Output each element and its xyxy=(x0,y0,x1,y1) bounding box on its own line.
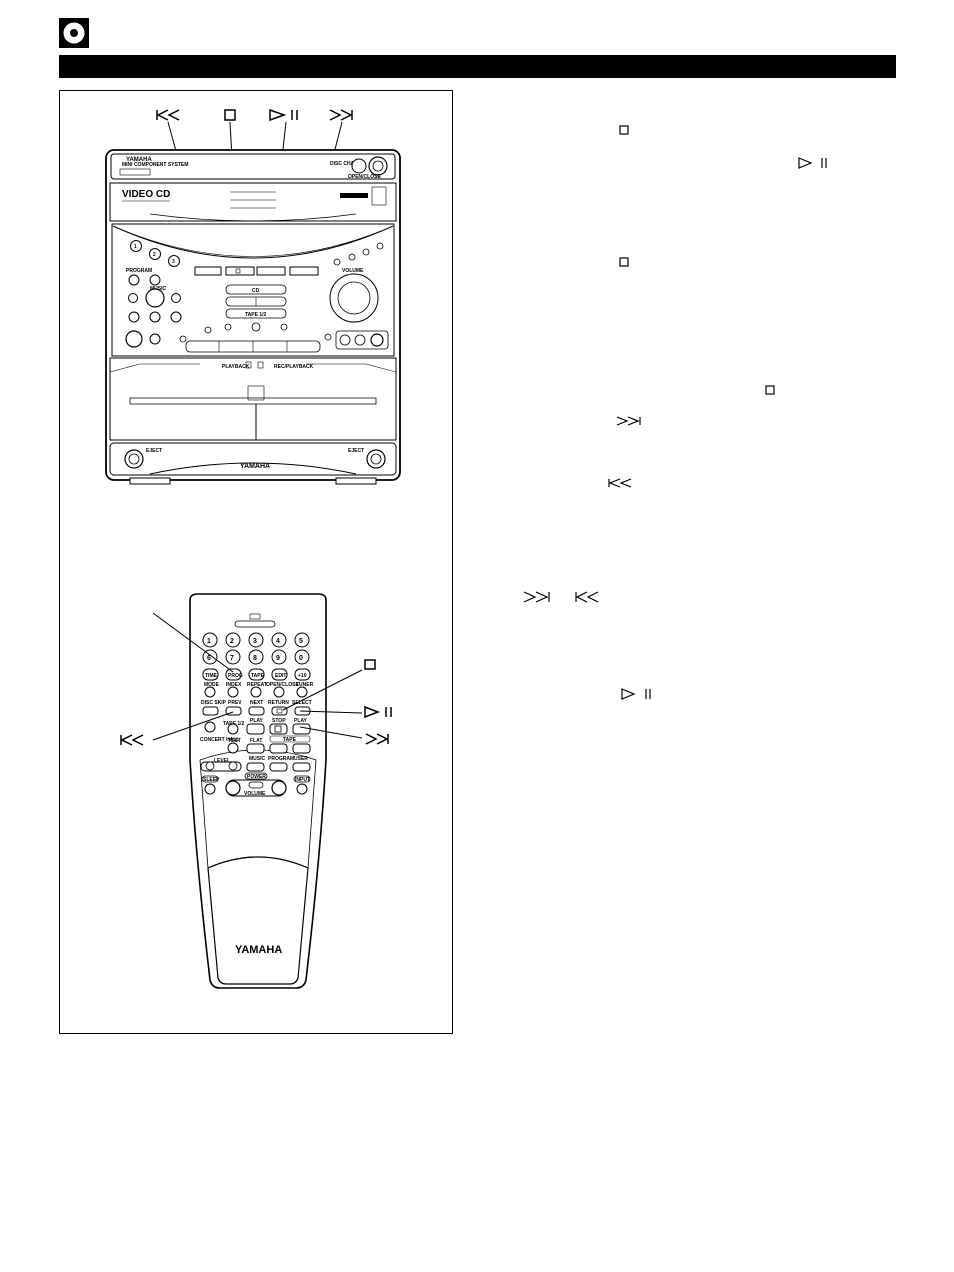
play-pause-icon xyxy=(269,108,298,122)
remote-tape-label: TAPE xyxy=(283,737,297,743)
remote-input-label: INPUT xyxy=(295,777,310,783)
remote-next-button[interactable] xyxy=(248,706,265,716)
remote-key-3[interactable]: 3 xyxy=(253,638,257,645)
remote-edit-key[interactable]: EDIT xyxy=(275,673,286,679)
remote-tuner-label: TUNER xyxy=(296,682,314,688)
remote-key-9[interactable]: 9 xyxy=(276,655,280,662)
inline-stop-icon-2 xyxy=(619,257,629,267)
remote-stop-button[interactable] xyxy=(271,706,288,716)
remote-level-label: LEVEL xyxy=(214,758,230,764)
remote-disc-skip-label: DISC SKIP xyxy=(201,700,227,706)
disc-buttons: 1 2 3 xyxy=(130,240,180,267)
remote-key-4[interactable]: 4 xyxy=(276,638,280,645)
remote-flat-label: FLAT xyxy=(250,738,262,744)
remote-plus10-key[interactable]: +10 xyxy=(298,673,307,679)
remote-key-0[interactable]: 0 xyxy=(299,655,303,662)
remote-sleep-label: SLEEP xyxy=(203,777,220,783)
video-cd-logo: VIDEO CD xyxy=(122,189,170,200)
remote-user-label: USER xyxy=(294,756,308,762)
skip-forward-icon xyxy=(329,109,353,121)
inline-skip-back-icon-2 xyxy=(575,591,599,603)
inline-stop-icon-1 xyxy=(619,125,629,135)
remote-control: YAMAHA 1 2 3 4 5 6 7 8 9 0 xyxy=(189,593,327,989)
remote-play-left-label: PLAY xyxy=(250,718,264,724)
remote-open-close-label: OPEN/CLOSE xyxy=(266,682,299,688)
section-icon-box xyxy=(59,18,89,48)
open-close-label: OPEN/CLOSE xyxy=(348,174,381,180)
remote-number-row-2: 6 7 8 9 0 xyxy=(202,649,310,665)
volume-label: VOLUME xyxy=(342,268,364,274)
remote-key-1[interactable]: 1 xyxy=(207,638,211,645)
remote-play-right-label: PLAY xyxy=(294,718,308,724)
remote-time-key[interactable]: TIME xyxy=(205,673,218,679)
remote-stop-label: STOP xyxy=(272,718,286,724)
disc-change-label: DISC CHANGE xyxy=(330,161,366,167)
disc-3[interactable]: 3 xyxy=(172,259,175,265)
disc-icon xyxy=(63,22,85,44)
cd-source-label: CD xyxy=(252,288,260,294)
stop-icon xyxy=(224,109,236,121)
unit-skip-back-button[interactable] xyxy=(194,266,222,276)
remote-return-label: RETURN xyxy=(268,700,289,706)
brand-bottom: YAMAHA xyxy=(240,463,270,470)
header-bar xyxy=(59,55,896,78)
playback-label: PLAYBACK xyxy=(222,364,250,370)
main-unit: YAMAHA MINI COMPONENT SYSTEM DISC CHANGE… xyxy=(105,149,401,485)
remote-program-label: PROGRAM xyxy=(268,756,294,762)
remote-number-row-1: 1 2 3 4 5 xyxy=(202,632,310,648)
remote-disc-skip-button[interactable] xyxy=(202,706,219,716)
remote-music-label: MUSIC xyxy=(249,756,266,762)
rec-playback-label: REC/PLAYBACK xyxy=(274,364,314,370)
program-label: PROGRAM xyxy=(126,268,152,274)
inline-stop-icon-3 xyxy=(765,385,775,395)
skip-back-icon xyxy=(156,109,180,121)
remote-prev-label: PREV xyxy=(228,700,242,706)
inline-play-pause-icon-2 xyxy=(621,688,651,700)
remote-prog-key[interactable]: PROG xyxy=(228,673,243,679)
remote-index-label: INDEX xyxy=(226,682,242,688)
remote-play-pause-callout-icon xyxy=(364,705,392,719)
disc-2[interactable]: 2 xyxy=(153,252,156,258)
eject-right-label: EJECT xyxy=(348,448,364,454)
inline-skip-forward-icon-1 xyxy=(616,416,641,426)
remote-repeat-label: REPEAT xyxy=(247,682,267,688)
remote-power-label: POWER xyxy=(247,774,266,780)
remote-skip-back-callout-icon xyxy=(120,734,144,746)
remote-test-label: TEST xyxy=(228,738,241,744)
inline-skip-back-icon-1 xyxy=(608,478,632,488)
remote-function-row: TIME PROG TAPE EDIT +10 xyxy=(202,668,311,681)
remote-skip-forward-callout-icon xyxy=(365,733,389,745)
remote-key-6[interactable]: 6 xyxy=(207,655,211,662)
remote-next-label: NEXT xyxy=(250,700,263,706)
inline-skip-forward-icon-2 xyxy=(523,591,550,603)
eject-left-label: EJECT xyxy=(146,448,162,454)
brand-top: YAMAHA xyxy=(126,157,152,163)
inline-play-pause-icon-1 xyxy=(798,157,827,169)
remote-key-7[interactable]: 7 xyxy=(230,655,234,662)
unit-play-pause-button[interactable] xyxy=(256,266,286,276)
remote-stop-callout-icon xyxy=(364,659,376,670)
remote-key-8[interactable]: 8 xyxy=(253,655,257,662)
tape-source-label: TAPE 1/2 xyxy=(245,312,267,318)
remote-key-2[interactable]: 2 xyxy=(230,638,234,645)
model-line: MINI COMPONENT SYSTEM xyxy=(122,162,188,168)
remote-tape-key[interactable]: TAPE xyxy=(251,673,265,679)
remote-select-label: SELECT xyxy=(292,700,312,706)
remote-volume-label: VOLUME xyxy=(244,791,266,797)
remote-concert-hall-label: CONCERT HALL xyxy=(200,737,239,743)
unit-skip-forward-button[interactable] xyxy=(289,266,319,276)
disc-1[interactable]: 1 xyxy=(134,244,137,250)
figure-frame xyxy=(59,90,453,1034)
remote-key-5[interactable]: 5 xyxy=(299,638,303,645)
remote-brand: YAMAHA xyxy=(235,944,282,956)
remote-mode-label: MODE xyxy=(204,682,220,688)
